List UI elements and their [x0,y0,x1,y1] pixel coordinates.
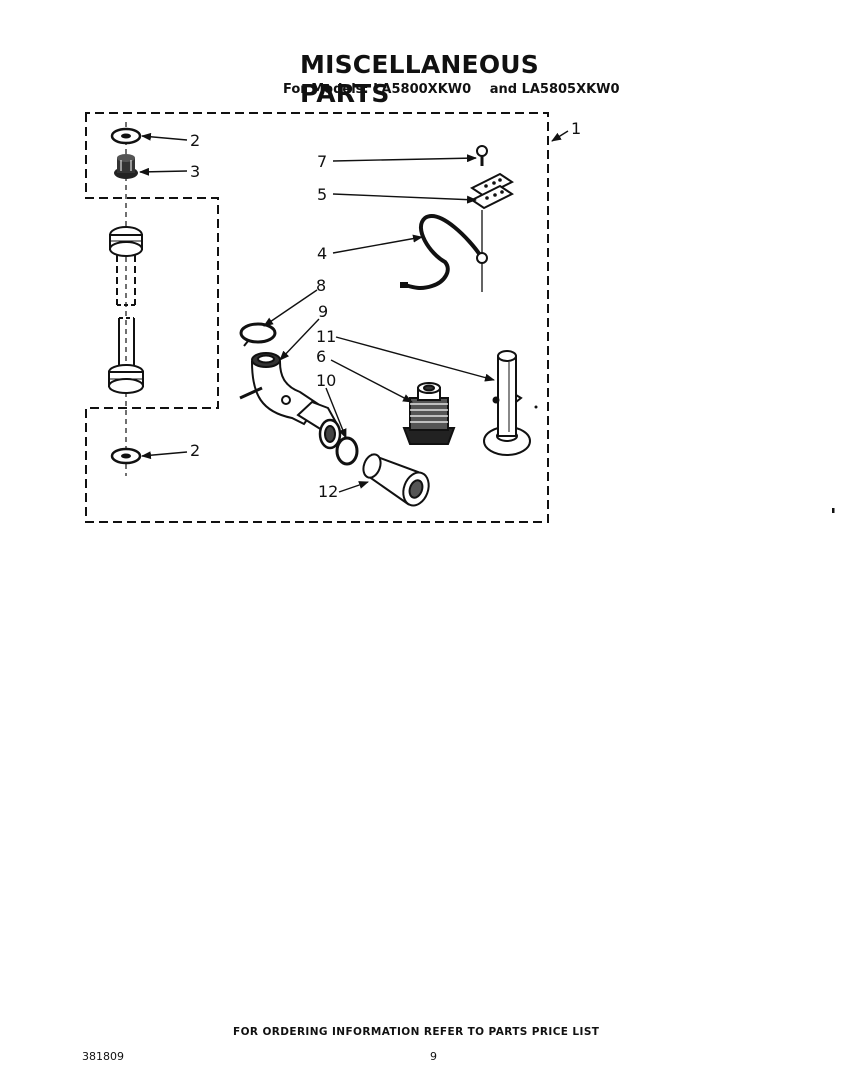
models-conjunction: and [489,82,518,97]
page-title: MISCELLANEOUS PARTS [300,50,539,108]
callout-8: 8 [316,276,326,295]
washer-part-2-bottom [110,447,142,465]
callout-leaders [139,130,569,493]
document-number: 381809 [82,1050,124,1063]
scan-mark [832,508,835,513]
callout-2-bottom: 2 [190,441,200,460]
drain-hose-elbow-part-9 [239,352,342,450]
agitator-cap-part-3 [114,154,138,179]
washer-part-2-top [110,127,142,145]
screw-part-7 [476,145,488,166]
callout-2-top: 2 [190,131,200,150]
ground-wire-terminal [476,252,488,264]
drive-shaft-assembly [108,226,144,394]
pump-valve-part-6 [402,382,456,445]
models-prefix: For Models: [283,82,369,97]
callout-11: 11 [316,327,336,346]
assembly-boundary [85,112,549,523]
callout-4: 4 [317,244,327,263]
hose-clamp-part-8 [239,322,277,347]
callout-9: 9 [318,302,328,321]
model-number-1: LA5800XKW0 [373,82,472,97]
callout-12: 12 [318,482,338,501]
models-line: For Models: LA5800XKW0 and LA5805XKW0 [283,82,620,97]
callout-7: 7 [317,152,327,171]
ground-wire-part-4 [403,214,482,290]
ordering-note: FOR ORDERING INFORMATION REFER TO PARTS … [233,1026,600,1038]
callout-5: 5 [317,185,327,204]
callout-1: 1 [571,119,581,138]
callout-10: 10 [316,371,336,390]
ground-wire-connector [400,282,408,288]
standpipe-post-part-11 [483,350,538,456]
clamp-plate-part-5 [470,172,514,210]
callout-3: 3 [190,162,200,181]
callout-6: 6 [316,347,326,366]
page-number: 9 [430,1050,437,1063]
model-number-2: LA5805XKW0 [521,82,620,97]
hose-coupling-part-12 [362,453,430,507]
o-ring-part-10 [335,436,359,466]
